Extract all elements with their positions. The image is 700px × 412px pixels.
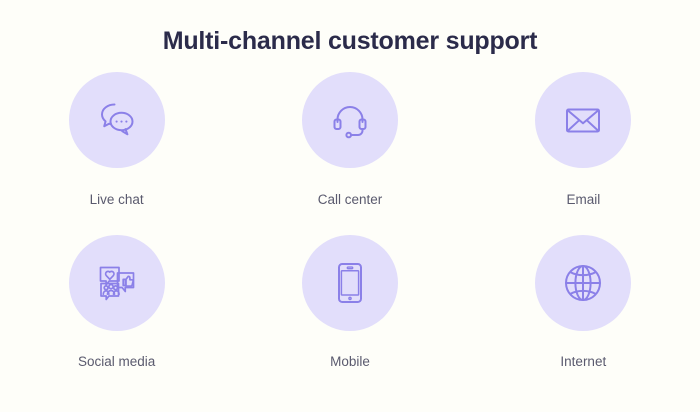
channel-label-live-chat: Live chat (89, 192, 144, 207)
globe-icon (560, 260, 606, 306)
channel-card-social-media[interactable]: Social media (0, 235, 233, 398)
channel-label-call-center: Call center (317, 192, 383, 207)
channel-card-live-chat[interactable]: Live chat (0, 72, 233, 235)
headset-icon (327, 97, 373, 143)
channel-card-call-center[interactable]: Call center (233, 72, 466, 235)
chat-bubbles-icon (94, 97, 140, 143)
channel-card-mobile[interactable]: Mobile (233, 235, 466, 398)
channel-grid: Live chat Call center (0, 72, 700, 402)
icon-circle-live-chat (68, 72, 165, 168)
channel-label-social-media: Social media (78, 354, 156, 369)
smartphone-icon (327, 260, 373, 306)
icon-circle-mobile (301, 235, 398, 331)
icon-circle-email (535, 72, 632, 168)
social-reactions-icon (94, 260, 140, 306)
envelope-icon (560, 97, 606, 143)
icon-circle-social-media (68, 235, 165, 331)
channel-label-email: Email (566, 192, 601, 207)
page-title: Multi-channel customer support (162, 27, 538, 55)
channel-card-email[interactable]: Email (467, 72, 700, 235)
channel-label-mobile: Mobile (330, 354, 370, 369)
icon-circle-internet (535, 235, 632, 331)
icon-circle-call-center (301, 72, 398, 168)
channel-label-internet: Internet (560, 354, 607, 369)
channel-card-internet[interactable]: Internet (467, 235, 700, 398)
